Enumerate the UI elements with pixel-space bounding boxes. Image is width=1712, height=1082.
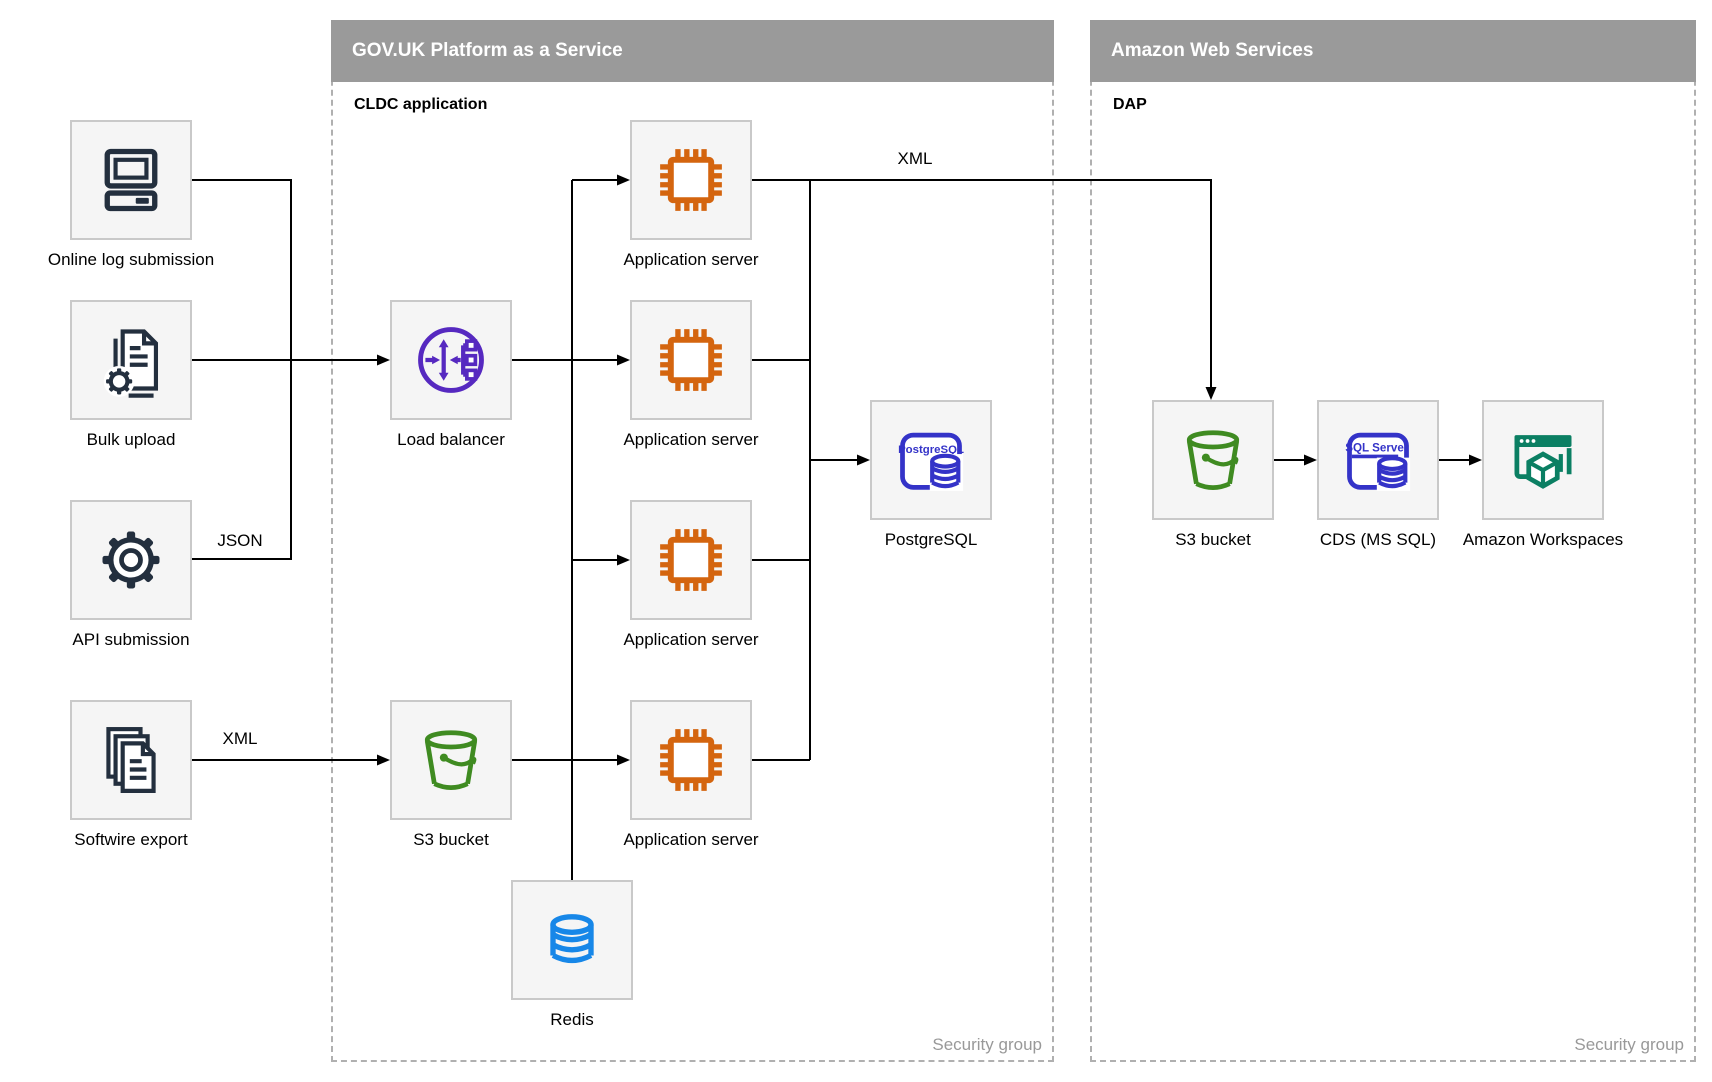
amazon-workspaces-icon: [1514, 435, 1572, 489]
node-label: Softwire export: [74, 830, 188, 849]
node-redis: Redis: [511, 880, 633, 1029]
node-label: Application server: [623, 630, 759, 649]
node-box: [390, 700, 512, 820]
node-label: S3 bucket: [1175, 530, 1251, 549]
load-balancer-fanout-lines: [512, 179, 620, 880]
s3-bucket-icon: [424, 730, 478, 790]
paas-container: GOV.UK Platform as a Service CLDC applic…: [331, 20, 1054, 1062]
computer-icon: [104, 148, 158, 212]
node-box: [70, 500, 192, 620]
node-postgresql: PostgreSQL PostgreSQL: [870, 400, 992, 549]
source-merge-lines: [192, 179, 380, 761]
node-label: Application server: [623, 830, 759, 849]
aws-header: Amazon Web Services: [1090, 20, 1696, 82]
node-label: Load balancer: [397, 430, 505, 449]
json-edge-label: JSON: [217, 531, 263, 550]
node-box: [390, 300, 512, 420]
redis-database-icon: [550, 914, 594, 964]
paas-sublabel: CLDC application: [354, 96, 488, 113]
node-box: [70, 300, 192, 420]
node-label: API submission: [72, 630, 190, 649]
sql-server-icon-text: SQL Server: [1345, 442, 1409, 455]
node-bulk-upload: Bulk upload: [70, 300, 192, 449]
node-box: [630, 500, 752, 620]
node-softwire-export: Softwire export: [70, 700, 192, 849]
paas-header: GOV.UK Platform as a Service: [331, 20, 1054, 82]
node-box: [70, 120, 192, 240]
postgresql-icon-text: PostgreSQL: [898, 444, 964, 456]
document-gear-icon: [103, 329, 159, 398]
app-server-output-lines: [752, 179, 1212, 761]
node-application-server-4: Application server: [623, 700, 759, 849]
node-s3-bucket-paas: S3 bucket: [390, 700, 512, 849]
node-cds-ms-sql: SQL Server CDS (MS SQL): [1317, 400, 1439, 549]
node-label: Application server: [623, 430, 759, 449]
node-application-server-3: Application server: [623, 500, 759, 649]
node-box: PostgreSQL: [870, 400, 992, 520]
load-balancer-icon: [418, 327, 484, 393]
node-amazon-workspaces: Amazon Workspaces: [1463, 400, 1623, 549]
chip-icon: [660, 529, 722, 591]
node-label: S3 bucket: [413, 830, 489, 849]
aws-sublabel: DAP: [1113, 96, 1147, 113]
node-box: [630, 120, 752, 240]
node-api-submission: API submission: [70, 500, 192, 649]
chip-icon: [660, 329, 722, 391]
node-label: Application server: [623, 250, 759, 269]
node-box: SQL Server: [1317, 400, 1439, 520]
node-box: [630, 700, 752, 820]
node-online-log-submission: Online log submission: [48, 120, 214, 269]
sql-server-icon: SQL Server: [1345, 432, 1411, 491]
node-label: Redis: [550, 1010, 594, 1029]
node-application-server-1: Application server: [623, 120, 759, 269]
node-label: Amazon Workspaces: [1462, 530, 1624, 549]
s3-bucket-icon: [1186, 430, 1240, 490]
aws-container: Amazon Web Services DAP Security group: [1090, 20, 1696, 1062]
node-label: Online log submission: [47, 250, 215, 269]
node-load-balancer: Load balancer: [390, 300, 512, 449]
paas-security-group-label: Security group: [932, 1035, 1042, 1054]
node-label: CDS (MS SQL): [1319, 530, 1437, 549]
node-label: Bulk upload: [86, 430, 176, 449]
postgresql-icon: PostgreSQL: [898, 432, 964, 491]
chip-icon: [660, 729, 722, 791]
aws-security-group-label: Security group: [1574, 1035, 1684, 1054]
node-s3-bucket-aws: S3 bucket: [1152, 400, 1274, 549]
node-box: [70, 700, 192, 820]
node-label: PostgreSQL: [884, 530, 978, 549]
xml-edge-label-softwire: XML: [222, 729, 258, 748]
node-box: [630, 300, 752, 420]
documents-stack-icon: [106, 727, 156, 793]
node-application-server-2: Application server: [623, 300, 759, 449]
arrowheads: [377, 174, 1482, 766]
node-box: [511, 880, 633, 1000]
chip-icon: [660, 149, 722, 211]
xml-edge-label-app: XML: [897, 149, 933, 168]
node-box: [1482, 400, 1604, 520]
gear-icon: [102, 531, 160, 589]
node-box: [1152, 400, 1274, 520]
